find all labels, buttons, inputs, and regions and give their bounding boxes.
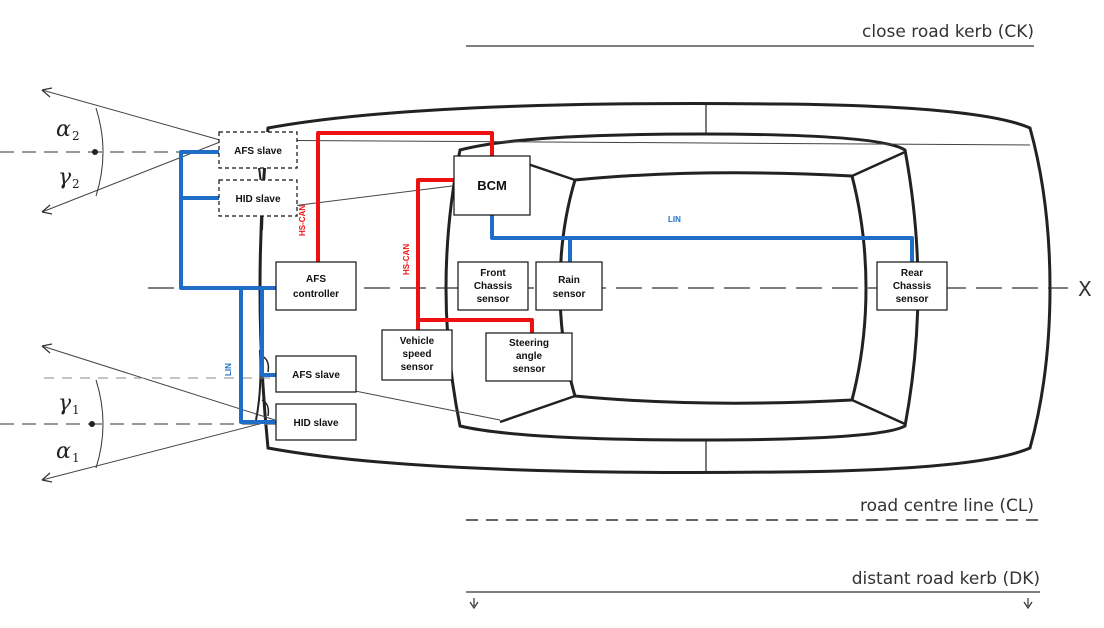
arrow-upper-top [41,87,53,98]
module-hid-slave-top[interactable]: HID slave [218,179,298,217]
pillar-4 [851,398,906,426]
can-controller-bcm [316,131,494,262]
steering-angle-line3: sensor [513,364,546,375]
module-hid-slave-bottom[interactable]: HID slave [275,403,357,441]
alpha-1-symbol: α [56,439,71,464]
centre-line-label: road centre line (CL) [860,496,1034,516]
beam-upper-1 [41,89,221,141]
angle-arc-upper [95,107,104,197]
steering-angle-line1: Steering [509,338,549,349]
lin-label-left: LIN [224,363,233,376]
can-steering-branch [418,318,534,333]
gamma-2-symbol: γ [58,165,72,190]
afs-slave-bottom-box [275,355,357,393]
distant-kerb-arrow-left [469,598,479,610]
pillar-2 [851,150,906,178]
alpha-2-sub: 2 [72,129,80,143]
steering-angle-box [485,332,573,382]
gamma-2-sub: 2 [72,177,80,191]
vehicle-speed-line2: speed [403,349,432,360]
front-chassis-line3: sensor [477,294,510,305]
angle-dot-lower [89,421,95,427]
module-afs-slave-bottom[interactable]: AFS slave [275,355,357,393]
vehicle-speed-line3: sensor [401,362,434,373]
gamma-1-sub: 1 [72,403,80,417]
module-afs-slave-top[interactable]: AFS slave [218,131,298,169]
hid-slave-bottom-box [275,403,357,441]
afs-controller-line2: controller [293,289,339,300]
afs-controller-box [275,261,357,311]
rear-chassis-line3: sensor [896,294,929,305]
afs-slave-top-box [218,131,298,169]
vehicle-speed-line1: Vehicle [400,336,435,347]
front-chassis-line2: Chassis [474,281,513,292]
lin-label-top: LIN [668,215,681,224]
lin-bus-wiring [179,150,914,424]
rear-chassis-line2: Chassis [893,281,932,292]
road-lines: close road kerb (CK) road centre line (C… [148,22,1092,610]
afs-slave-bottom-text: AFS slave [292,370,340,381]
module-steering-angle-sensor[interactable]: Steering angle sensor [485,332,573,382]
gamma-1-symbol: γ [58,391,72,416]
lin-slave-branch [260,288,276,377]
hs-can-label-1: HS-CAN [298,205,307,236]
rain-box [535,261,603,311]
distant-kerb-label: distant road kerb (DK) [852,569,1040,589]
lin-left-trunk [179,150,276,290]
alpha-1-sub: 1 [72,451,80,465]
car-body [258,102,1052,474]
beam-lower-2 [41,419,276,481]
close-kerb-label: close road kerb (CK) [862,22,1034,42]
module-bcm[interactable]: BCM [453,155,531,216]
module-afs-controller[interactable]: AFS controller [275,261,357,311]
rain-line2: sensor [553,289,586,300]
arrow-lower-top [41,343,53,354]
angle-arc-lower [95,379,104,469]
rain-line1: Rain [558,275,580,286]
beam-lower-1 [41,345,276,421]
bcm-text: BCM [477,178,507,193]
module-rain-sensor[interactable]: Rain sensor [535,261,603,311]
arrow-upper-bottom [41,204,53,215]
hid-slave-top-text: HID slave [235,194,280,205]
afs-slave-top-text: AFS slave [234,146,282,157]
steering-angle-line2: angle [516,351,543,362]
angle-symbols: α 2 γ 2 γ 1 α 1 [56,117,80,465]
front-chassis-box [457,261,529,311]
afs-controller-line1: AFS [306,274,326,285]
can-bcm-sensors [416,178,454,330]
lin-controller-down [239,288,276,424]
axis-x-label: X [1078,277,1092,301]
module-vehicle-speed-sensor[interactable]: Vehicle speed sensor [381,329,453,381]
beam-upper-3 [219,139,1031,146]
angle-dot-upper [92,149,98,155]
vehicle-speed-box [381,329,453,381]
headlight-bottom [255,349,262,421]
hid-slave-bottom-text: HID slave [293,418,338,429]
arrow-lower-bottom [41,472,53,483]
hs-can-label-2: HS-CAN [402,244,411,275]
bcm-box [453,155,531,216]
distant-kerb-arrow-right [1023,598,1033,610]
hid-slave-top-box [218,179,298,217]
lin-bcm-right [490,215,914,262]
alpha-2-symbol: α [56,117,71,142]
module-front-chassis-sensor[interactable]: Front Chassis sensor [457,261,529,311]
rear-chassis-line1: Rear [901,268,923,279]
can-bus-wiring [316,131,534,333]
rear-chassis-box [876,261,948,311]
pillar-3 [499,394,576,424]
module-rear-chassis-sensor[interactable]: Rear Chassis sensor [876,261,948,311]
front-chassis-line1: Front [480,268,506,279]
